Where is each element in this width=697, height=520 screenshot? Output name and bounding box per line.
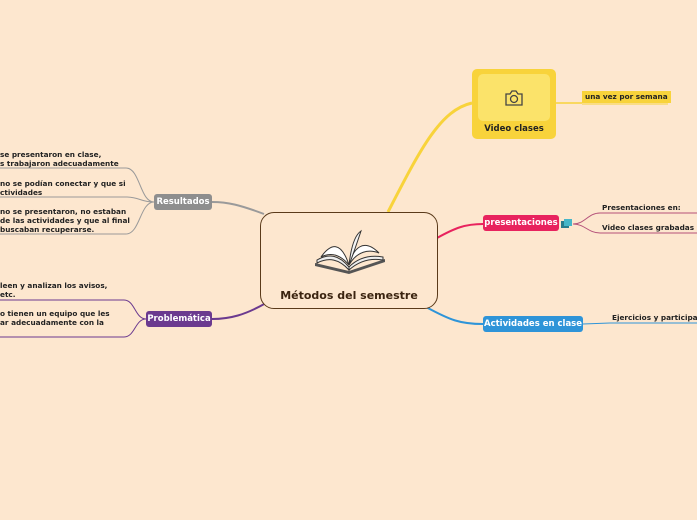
subtopic-una-vez[interactable]: una vez por semana [582,91,671,103]
subtopic-video-grabadas[interactable]: Video clases grabadas [602,223,695,232]
topic-video-clases[interactable]: Video clases [472,69,556,139]
connector-presentaciones-children [572,212,601,234]
subtopic-problematica-2[interactable]: o tienen un equipo que les ar adecuadame… [0,309,110,327]
connector-actividades [425,306,484,325]
connector-actividades-child [582,322,611,325]
connector-resultados-children [125,167,155,235]
subtopic-resultado-3[interactable]: no se presentaron, no estaban de las act… [0,207,130,234]
attachment-icon [561,219,572,228]
open-book-icon [315,229,385,274]
topic-problematica[interactable]: Problemática [146,311,212,327]
connector-presentaciones [436,223,484,239]
subtopic-resultado-2[interactable]: no se podían conectar y que si ctividade… [0,179,126,197]
topic-presentaciones[interactable]: presentaciones [483,215,559,231]
topic-actividades[interactable]: Actividades en clase [483,316,583,332]
central-title: Métodos del semestre [280,289,418,302]
topic-resultados[interactable]: Resultados [154,194,212,210]
connector-video [386,101,473,213]
connector-problematica [211,302,267,320]
connector-resultados [211,201,265,215]
subtopic-resultado-1[interactable]: se presentaron en clase, s trabajaron ad… [0,150,119,168]
central-topic[interactable]: Métodos del semestre [260,212,438,309]
camera-icon [505,90,523,106]
video-image-frame [478,74,550,121]
topic-video-label: Video clases [484,124,544,134]
subtopic-presentaciones-en[interactable]: Presentaciones en: [602,203,681,212]
subtopic-ejercicios[interactable]: Ejercicios y participac [612,313,697,322]
connector-problematica-children [123,299,147,338]
subtopic-problematica-1[interactable]: leen y analizan los avisos, etc. [0,281,108,299]
